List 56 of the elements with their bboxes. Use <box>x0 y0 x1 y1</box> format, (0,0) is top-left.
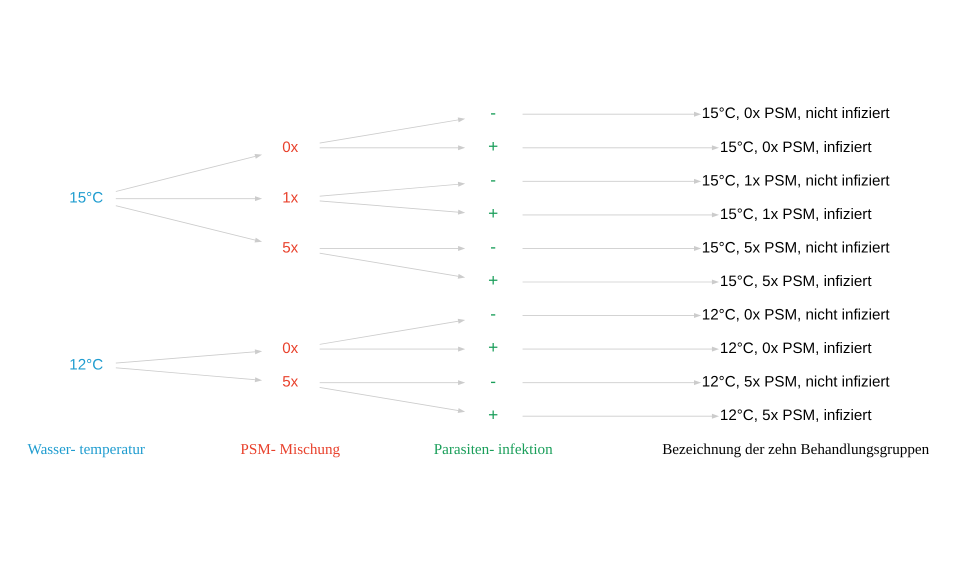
node-text: + <box>488 135 498 156</box>
arrow <box>115 366 262 382</box>
node-text: - <box>490 303 496 324</box>
arrow <box>522 245 702 250</box>
arrow <box>115 196 262 201</box>
arrow <box>319 116 466 143</box>
node-text: 15°C, 1x PSM, nicht infiziert <box>702 172 890 189</box>
arrow <box>522 212 720 217</box>
arrow <box>319 346 466 352</box>
node-text: 15°C, 0x PSM, nicht infiziert <box>702 104 890 122</box>
label: PSM- Mischung <box>240 440 340 458</box>
node-text: 15°C, 1x PSM, infiziert <box>720 205 872 222</box>
arrow <box>522 346 720 352</box>
label: Wasser- temperatur <box>28 440 145 458</box>
node-text: - <box>490 236 496 256</box>
node-text: 12°C <box>69 356 104 373</box>
node-text: 5x <box>282 373 298 390</box>
arrow <box>319 245 466 250</box>
node-text: 1x <box>282 189 298 206</box>
node-text: 0x <box>282 340 298 357</box>
node-text: + <box>488 336 498 357</box>
arrow <box>115 348 262 363</box>
arrow <box>522 279 720 284</box>
arrow <box>522 144 720 150</box>
arrow <box>319 200 466 214</box>
arrow <box>319 252 466 278</box>
node-text: 12°C, 0x PSM, nicht infiziert <box>702 306 890 324</box>
arrow <box>319 318 466 344</box>
node-text: 12°C, 5x PSM, infiziert <box>720 406 872 424</box>
node-text: - <box>490 168 496 189</box>
node-text: + <box>488 270 498 290</box>
node-text: 15°C <box>69 189 104 206</box>
node-text: 15°C, 5x PSM, infiziert <box>720 272 872 290</box>
node-text: - <box>490 102 496 122</box>
arrow <box>115 204 262 242</box>
arrow <box>522 312 702 318</box>
arrow <box>522 413 720 418</box>
node-text: 5x <box>282 238 298 256</box>
node-text: 15°C, 0x PSM, infiziert <box>720 138 872 156</box>
arrow <box>522 178 702 184</box>
label: Bezeichnung der zehn Behandlungsgruppen <box>662 440 930 458</box>
arrow <box>319 181 466 196</box>
label: Parasiten- infektion <box>434 440 553 458</box>
arrow <box>115 153 262 192</box>
node-text: 0x <box>282 138 298 156</box>
node-text: 12°C, 0x PSM, infiziert <box>720 340 872 357</box>
arrow <box>319 386 466 413</box>
arrow <box>319 380 466 385</box>
arrow <box>319 144 466 150</box>
arrow <box>522 380 702 385</box>
node-text: + <box>488 404 498 424</box>
node-text: 15°C, 5x PSM, nicht infiziert <box>702 238 890 256</box>
node-text: + <box>488 202 498 223</box>
node-text: - <box>490 370 496 390</box>
arrow <box>522 111 702 116</box>
node-text: 12°C, 5x PSM, nicht infiziert <box>702 373 890 390</box>
